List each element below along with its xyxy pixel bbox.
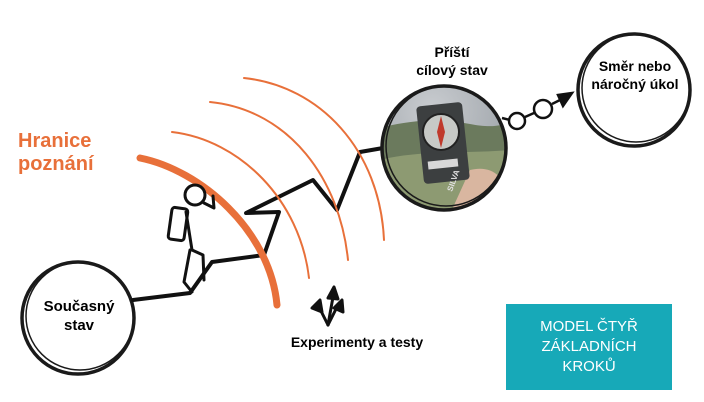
direction-challenge-label: Směr nebo náročný úkol	[591, 58, 679, 92]
next-target-label: Příští cílový stav	[416, 44, 488, 78]
compass-photo: SILVA	[380, 84, 508, 212]
frontier-ripples	[171, 77, 385, 279]
experiments-label: Experimenty a testy	[290, 334, 424, 350]
current-state-circle	[20, 260, 136, 376]
experiments-arrows	[310, 285, 345, 327]
direction-challenge-circle	[576, 32, 692, 148]
knowledge-frontier-arc	[136, 154, 281, 309]
stick-figure	[166, 183, 216, 294]
thought-bubbles	[501, 91, 575, 131]
model-title-text: MODEL ČTYŘ ZÁKLADNÍCH KROKŮ	[540, 318, 638, 375]
model-title-box: MODEL ČTYŘ ZÁKLADNÍCH KROKŮ	[506, 304, 672, 390]
current-state-label: Současný stav	[43, 298, 115, 334]
knowledge-frontier-label: Hranice poznání	[18, 130, 94, 175]
improvement-path	[131, 146, 385, 302]
